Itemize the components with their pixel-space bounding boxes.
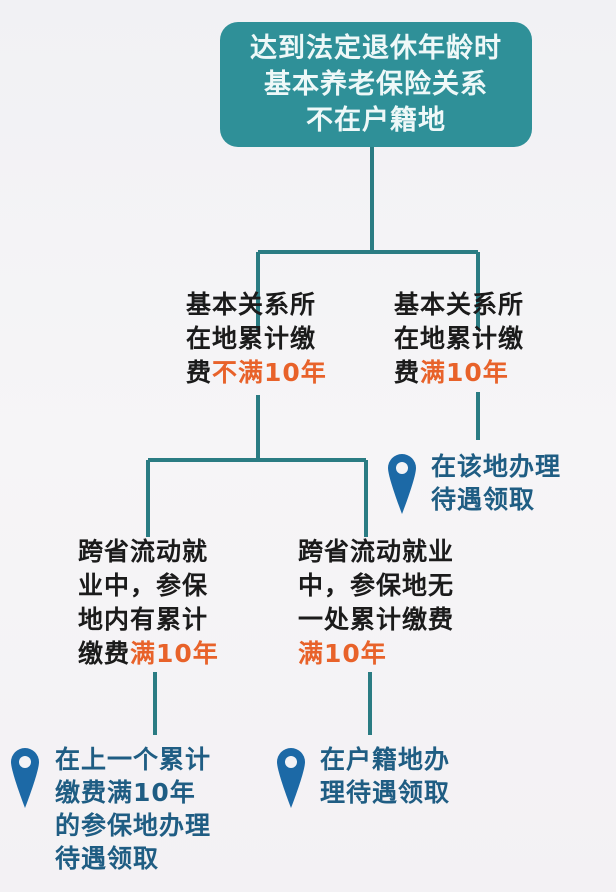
result-line: 在该地办理 [431, 452, 562, 481]
branch-over-10-years: 基本关系所 在地累计缴 费满10年 [394, 288, 524, 390]
branch-no-10-year-location: 跨省流动就业 中，参保地无 一处累计缴费 满10年 [298, 535, 454, 671]
connector-a [146, 395, 368, 537]
node-line: 业中，参保 [78, 571, 209, 600]
result-last-10-year-location: 在上一个累计 缴费满10年 的参保地办理 待遇领取 [55, 743, 211, 875]
result-line: 缴费满10年 [55, 778, 196, 807]
node-line: 跨省流动就 [78, 537, 209, 566]
highlight-text: 满10年 [298, 639, 387, 668]
node-line: 基本关系所 [186, 290, 317, 319]
node-line: 地内有累计 [78, 605, 209, 634]
branch-has-10-year-location: 跨省流动就 业中，参保 地内有累计 缴费满10年 [78, 535, 219, 671]
node-text: 缴费 [78, 639, 131, 668]
highlight-text: 满10年 [420, 358, 509, 387]
node-line: 基本关系所 [394, 290, 525, 319]
result-line: 待遇领取 [431, 485, 536, 514]
node-text: 费 [394, 358, 421, 387]
root-node: 达到法定退休年龄时 基本养老保险关系 不在户籍地 [220, 22, 532, 147]
result-line: 理待遇领取 [320, 778, 451, 807]
root-line: 达到法定退休年龄时 [250, 32, 502, 64]
node-line: 在地累计缴 [394, 324, 525, 353]
connector-root [256, 147, 480, 330]
node-line: 缴费满10年 [78, 637, 219, 671]
location-pin-icon [388, 454, 416, 514]
branch-under-10-years: 基本关系所 在地累计缴 费不满10年 [186, 288, 327, 390]
highlight-text: 满10年 [130, 639, 219, 668]
result-household-registration: 在户籍地办 理待遇领取 [320, 743, 450, 809]
result-line: 在户籍地办 [320, 745, 451, 774]
node-line: 跨省流动就业 [298, 537, 455, 566]
result-line: 的参保地办理 [55, 811, 212, 840]
node-line: 费满10年 [394, 356, 524, 390]
root-line: 基本养老保险关系 [264, 68, 488, 100]
highlight-text: 不满10年 [212, 358, 327, 387]
result-line: 在上一个累计 [55, 745, 212, 774]
result-handle-locally: 在该地办理 待遇领取 [431, 450, 561, 516]
node-line: 一处累计缴费 [298, 605, 455, 634]
node-line: 中，参保地无 [298, 571, 455, 600]
result-line: 待遇领取 [55, 844, 160, 873]
location-pin-icon [11, 748, 39, 808]
root-line: 不在户籍地 [306, 104, 446, 136]
node-line: 费不满10年 [186, 356, 327, 390]
location-pin-icon [277, 748, 305, 808]
node-line: 在地累计缴 [186, 324, 317, 353]
node-text: 费 [186, 358, 213, 387]
